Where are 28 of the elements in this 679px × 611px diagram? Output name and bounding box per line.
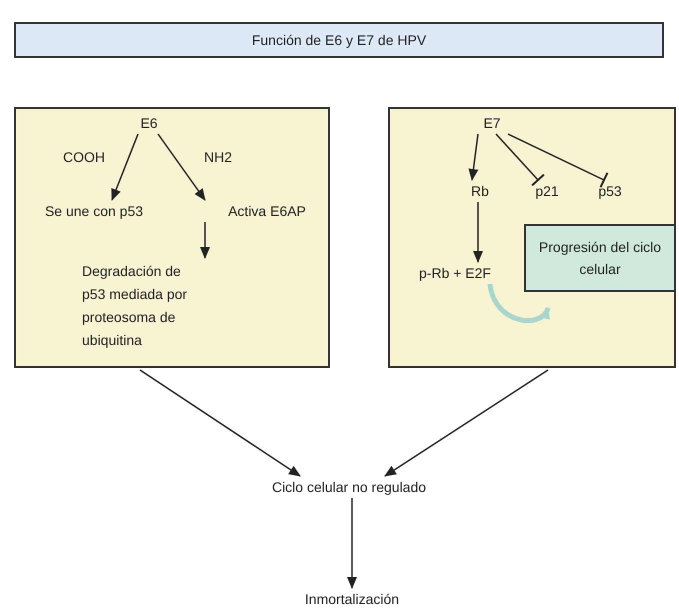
arrow xyxy=(488,284,550,323)
node-label: Rb xyxy=(471,182,489,200)
node-label: Se une con p53 xyxy=(44,202,144,220)
edge-label: COOH xyxy=(62,149,106,165)
node-label: p21 xyxy=(535,182,559,200)
arrow xyxy=(200,222,210,259)
node-label: p53 xyxy=(598,182,622,200)
arrow xyxy=(473,202,483,263)
title-band xyxy=(14,22,664,58)
arrow xyxy=(347,498,357,589)
panel-box xyxy=(388,107,676,368)
arrow xyxy=(140,369,301,477)
node-label: Ciclo celular no regulado xyxy=(272,478,426,496)
node-label: Activa E6AP xyxy=(228,202,306,220)
node-label: Inmortalización xyxy=(304,590,400,608)
panel-box xyxy=(14,107,330,368)
arrow xyxy=(468,134,479,181)
node-label: p-Rb + E2F xyxy=(419,264,491,282)
node-label: E6 xyxy=(140,114,158,132)
node-label: Degradación de p53 mediada por proteosoma de ubiquitina xyxy=(82,260,194,352)
arrow xyxy=(384,369,548,477)
arrow xyxy=(111,134,139,201)
node-label: E7 xyxy=(483,114,501,132)
box-text: Progresión del ciclo celular xyxy=(538,238,662,279)
process-box xyxy=(524,224,676,292)
title: Función de E6 y E7 de HPV xyxy=(252,31,426,50)
arrow xyxy=(157,134,206,201)
edge-label: NH2 xyxy=(203,149,233,165)
